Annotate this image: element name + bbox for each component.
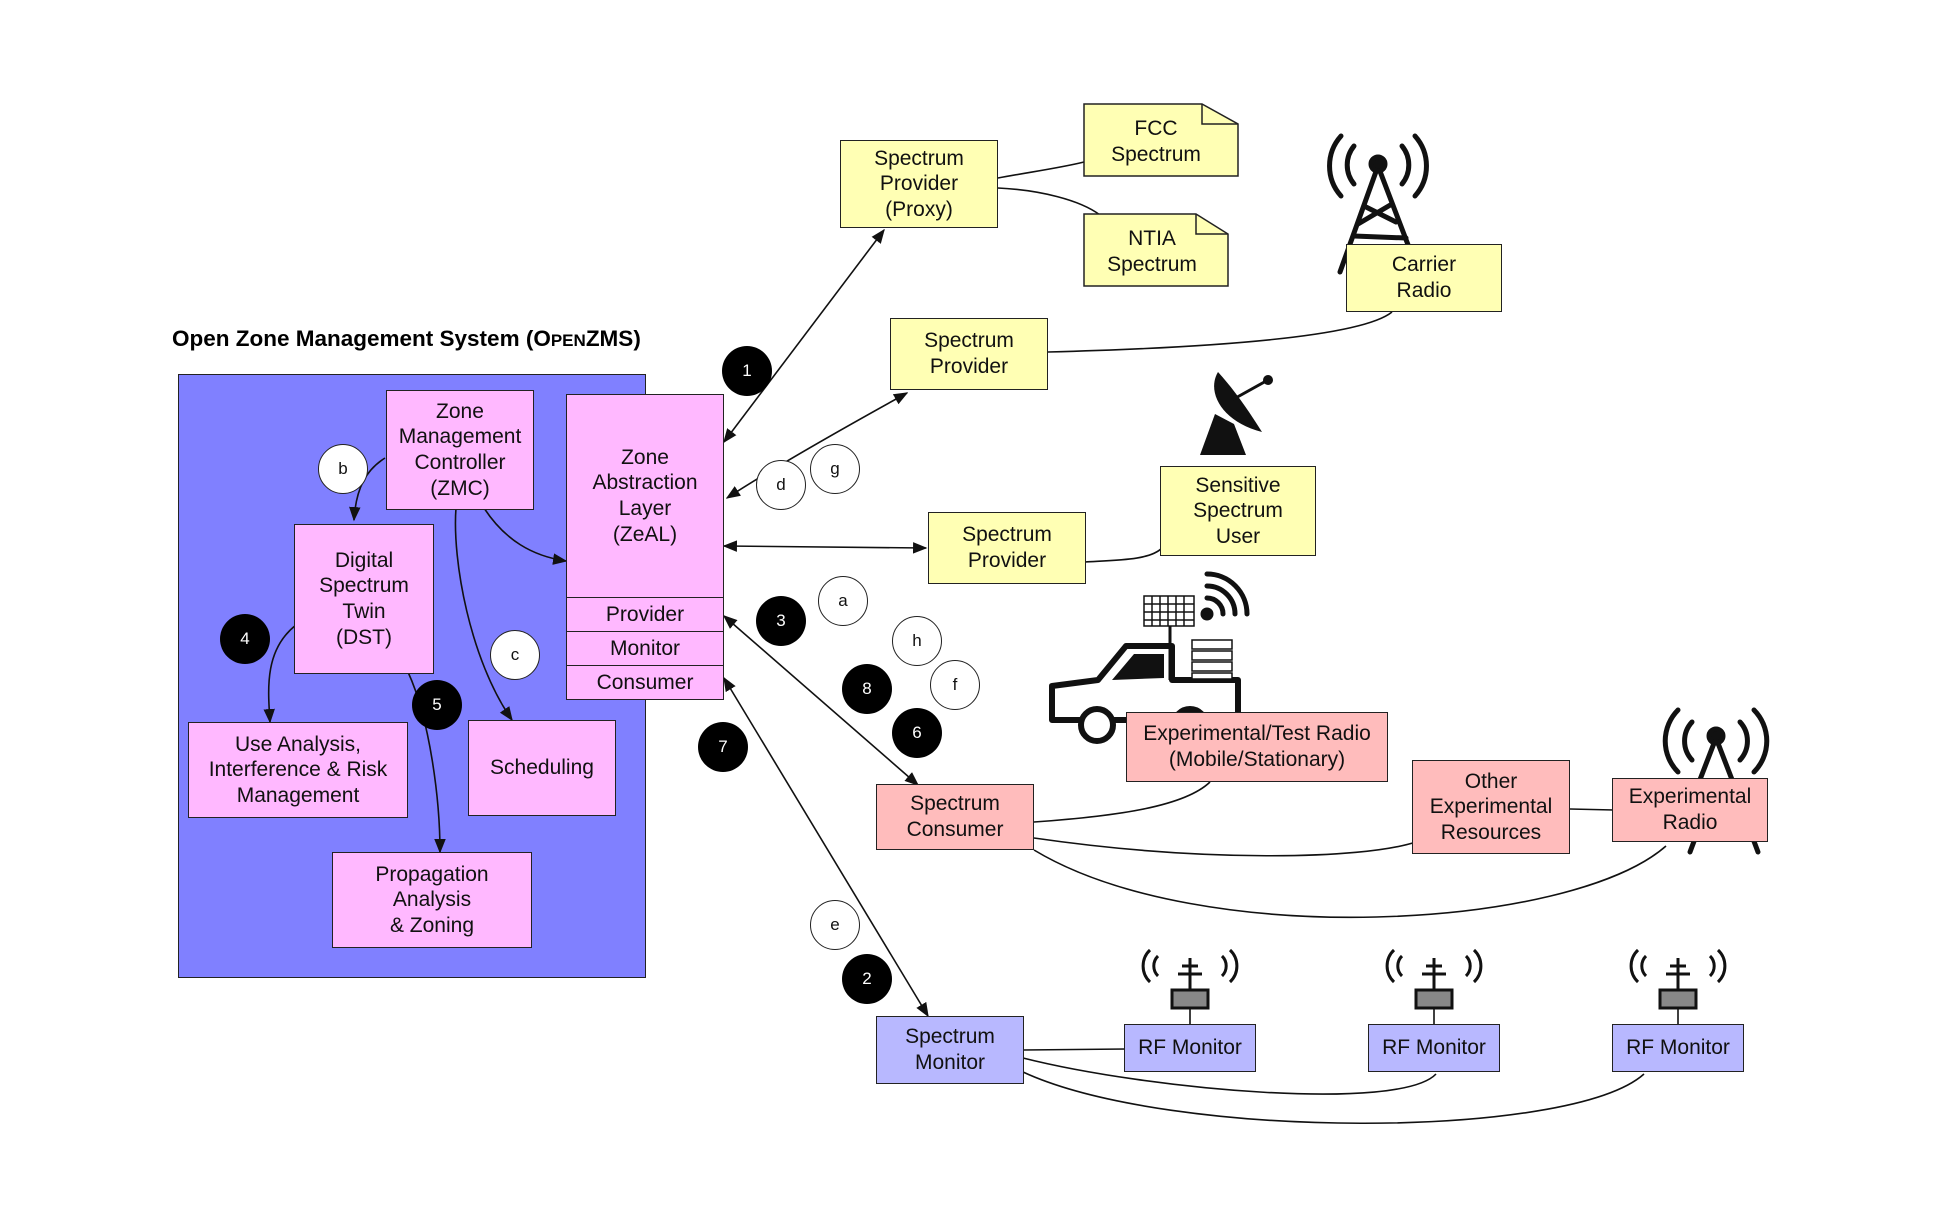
- arrow-dst-use: [263, 624, 297, 724]
- wifi-icon: [1200, 571, 1250, 621]
- zmc-box: Zone Management Controller (ZMC): [386, 390, 534, 510]
- server-rack-icon: [1191, 639, 1233, 680]
- spectrum-provider-proxy-box: Spectrum Provider (Proxy): [840, 140, 998, 228]
- experimental-radio-box: Experimental Radio: [1612, 778, 1768, 842]
- step-badge-a: a: [818, 576, 868, 626]
- spectrum-provider-box-2: Spectrum Provider: [890, 318, 1048, 390]
- other-experimental-resources-box: Other Experimental Resources: [1412, 760, 1570, 854]
- arrow-consumer-monitor: [723, 676, 929, 1018]
- step-badge-2: 2: [842, 954, 892, 1004]
- step-badge-4: 4: [220, 614, 270, 664]
- zeal-provider-box: Provider: [566, 597, 724, 632]
- experimental-test-radio-box: Experimental/Test Radio (Mobile/Stationa…: [1126, 712, 1388, 782]
- rf-monitor-box-3: RF Monitor: [1612, 1024, 1744, 1072]
- step-badge-1: 1: [722, 346, 772, 396]
- rf-monitor-box-1: RF Monitor: [1124, 1024, 1256, 1072]
- arrow-zmc-scheduling: [454, 507, 513, 722]
- step-badge-6: 6: [892, 708, 942, 758]
- arrow-zmc-zeal: [483, 507, 568, 565]
- spectrum-consumer-box: Spectrum Consumer: [876, 784, 1034, 850]
- arrow-zeal-provider3: [722, 540, 928, 554]
- ntia-spectrum-label: NTIA Spectrum: [1107, 227, 1197, 276]
- diagram-title: Open Zone Management System (OPENZMS): [172, 326, 641, 351]
- zeal-box: Zone Abstraction Layer (ZeAL): [566, 394, 724, 598]
- step-badge-3: 3: [756, 596, 806, 646]
- fcc-spectrum-label: FCC Spectrum: [1111, 117, 1201, 166]
- step-badge-e: e: [810, 900, 860, 950]
- scheduling-box: Scheduling: [468, 720, 616, 816]
- step-badge-g: g: [810, 444, 860, 494]
- sensitive-spectrum-user-box: Sensitive Spectrum User: [1160, 466, 1316, 556]
- spectrum-provider-box-3: Spectrum Provider: [928, 512, 1086, 584]
- step-badge-d: d: [756, 460, 806, 510]
- zeal-monitor-box: Monitor: [566, 631, 724, 666]
- arrow-zeal-proxy: [723, 228, 885, 444]
- dst-box: Digital Spectrum Twin (DST): [294, 524, 434, 674]
- satellite-dish-icon: [1200, 372, 1273, 455]
- ntia-doc-icon: [1083, 213, 1229, 287]
- zeal-consumer-box: Consumer: [566, 665, 724, 700]
- use-analysis-box: Use Analysis, Interference & Risk Manage…: [188, 722, 408, 818]
- step-badge-7: 7: [698, 722, 748, 772]
- step-badge-h: h: [892, 616, 942, 666]
- experimental-tower-icon: [1662, 707, 1770, 855]
- step-badge-8: 8: [842, 664, 892, 714]
- step-badge-b: b: [318, 444, 368, 494]
- rf-monitor-box-2: RF Monitor: [1368, 1024, 1500, 1072]
- step-badge-f: f: [930, 660, 980, 710]
- rf-sensor-icon: [1141, 948, 1727, 1010]
- spectrum-monitor-box: Spectrum Monitor: [876, 1016, 1024, 1084]
- arrow-zeal-provider2: [725, 392, 909, 499]
- solar-panel-icon: [1143, 595, 1195, 680]
- step-badge-c: c: [490, 630, 540, 680]
- carrier-radio-box: Carrier Radio: [1346, 244, 1502, 312]
- propagation-box: Propagation Analysis & Zoning: [332, 852, 532, 948]
- fcc-doc-icon: [1083, 103, 1239, 177]
- step-badge-5: 5: [412, 680, 462, 730]
